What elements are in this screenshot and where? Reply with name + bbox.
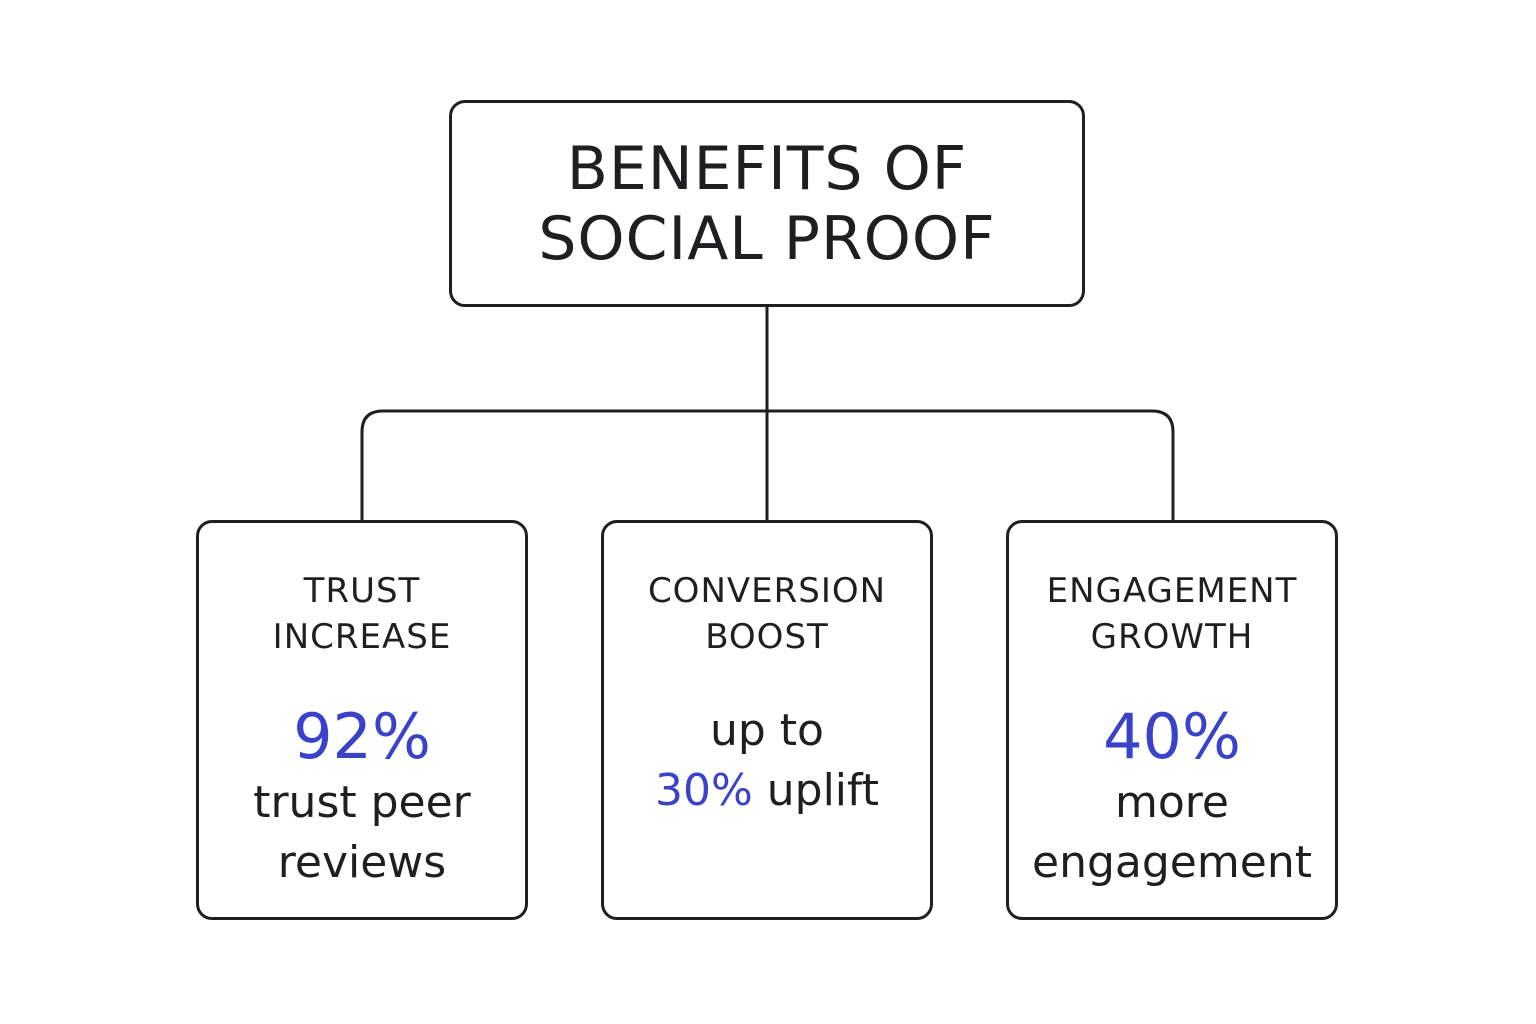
card-text-line-1: trust peer bbox=[253, 777, 471, 828]
card-heading-line-1: CONVERSION bbox=[647, 571, 887, 611]
card-heading: CONVERSION BOOST bbox=[604, 568, 930, 660]
card-body: 40% more engagement bbox=[1009, 695, 1335, 893]
card-body: 92% trust peer reviews bbox=[199, 695, 525, 893]
card-heading: ENGAGEMENT GROWTH bbox=[1009, 568, 1335, 660]
card-heading-line-1: ENGAGEMENT bbox=[1046, 571, 1298, 611]
card-heading-line-2: GROWTH bbox=[1090, 617, 1254, 657]
card-trust-increase: TRUST INCREASE 92% trust peer reviews bbox=[196, 520, 528, 920]
card-engagement-growth: ENGAGEMENT GROWTH 40% more engagement bbox=[1006, 520, 1338, 920]
connector-branch-left bbox=[360, 409, 767, 520]
card-text-line-1: up to bbox=[710, 705, 824, 756]
card-stat: 30% bbox=[654, 765, 753, 816]
card-heading: TRUST INCREASE bbox=[199, 568, 525, 660]
root-title-line-2: SOCIAL PROOF bbox=[538, 203, 996, 274]
card-text-line-1: more bbox=[1115, 777, 1229, 828]
card-heading-line-2: INCREASE bbox=[272, 617, 452, 657]
card-heading-line-2: BOOST bbox=[705, 617, 829, 657]
card-text-line-2: 30% uplift bbox=[604, 761, 930, 821]
root-title-line-1: BENEFITS OF bbox=[566, 133, 968, 204]
card-stat: 92% bbox=[293, 700, 431, 773]
card-conversion-boost: CONVERSION BOOST up to 30% uplift bbox=[601, 520, 933, 920]
card-heading-line-1: TRUST bbox=[303, 571, 421, 611]
connector-branch-right bbox=[767, 409, 1175, 520]
card-stat: 40% bbox=[1103, 700, 1241, 773]
root-node-box: BENEFITS OF SOCIAL PROOF bbox=[449, 100, 1085, 307]
card-text-line-2: engagement bbox=[1032, 837, 1312, 888]
card-body: up to 30% uplift bbox=[604, 701, 930, 821]
card-text-line-2-rest: uplift bbox=[752, 765, 880, 816]
card-text-line-2: reviews bbox=[277, 837, 447, 888]
